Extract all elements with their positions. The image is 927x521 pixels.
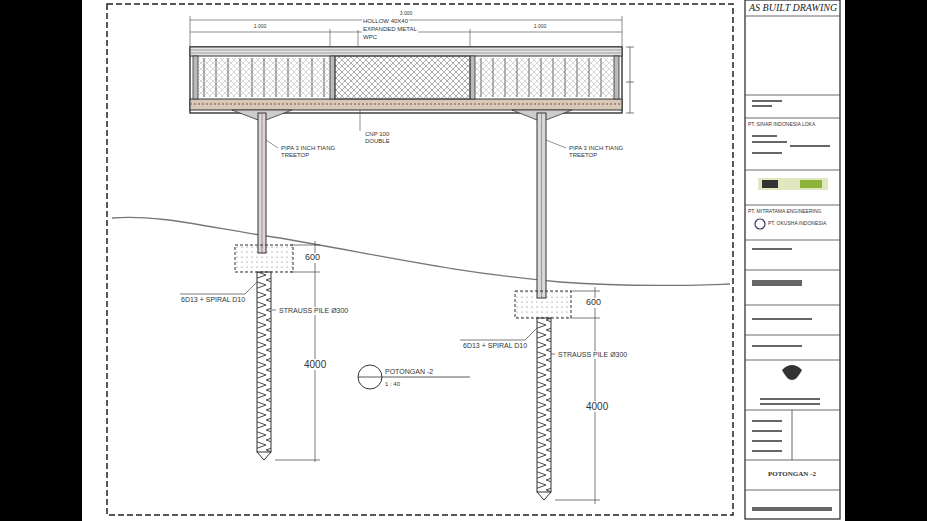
dimension: 600: [304, 253, 321, 263]
part-label: HOLLOW 40X40: [362, 18, 409, 25]
part-label: WPC: [362, 34, 378, 41]
dimension: 600: [585, 298, 602, 308]
dimension: 3.000: [399, 11, 414, 17]
part-label: PIPA 3 INCH TIANG TREETOP: [568, 145, 630, 158]
pile-label: STRAUSS PILE Ø300: [278, 307, 349, 315]
scale-label: 1 : 40: [384, 381, 401, 388]
dimension: 4000: [585, 401, 609, 412]
company-name: PT. SINAR INDONESIA LOKA: [748, 122, 836, 128]
rebar-note: 6D13 + SPIRAL D10: [462, 342, 528, 350]
part-label: CNP 100 DOUBLE: [364, 131, 406, 144]
dimension: 1.000: [253, 24, 268, 30]
rebar-note: 6D13 + SPIRAL D10: [180, 296, 246, 304]
sheet-title: AS BUILT DRAWING: [749, 2, 837, 13]
company-name: PT. MITRATAMA ENGINEERING: [748, 209, 836, 215]
dimension: 1.000: [533, 24, 548, 30]
part-label: PIPA 3 INCH TIANG TREETOP: [280, 145, 342, 158]
dimension: 4000: [303, 359, 327, 370]
section-title: POTONGAN -2: [384, 368, 434, 376]
company-name: PT. OKUSHA INDONESIA: [768, 221, 838, 227]
sheet-name: POTONGAN -2: [768, 471, 816, 479]
part-label: EXPANDED METAL: [362, 26, 418, 33]
pile-label: STRAUSS PILE Ø300: [557, 351, 628, 359]
